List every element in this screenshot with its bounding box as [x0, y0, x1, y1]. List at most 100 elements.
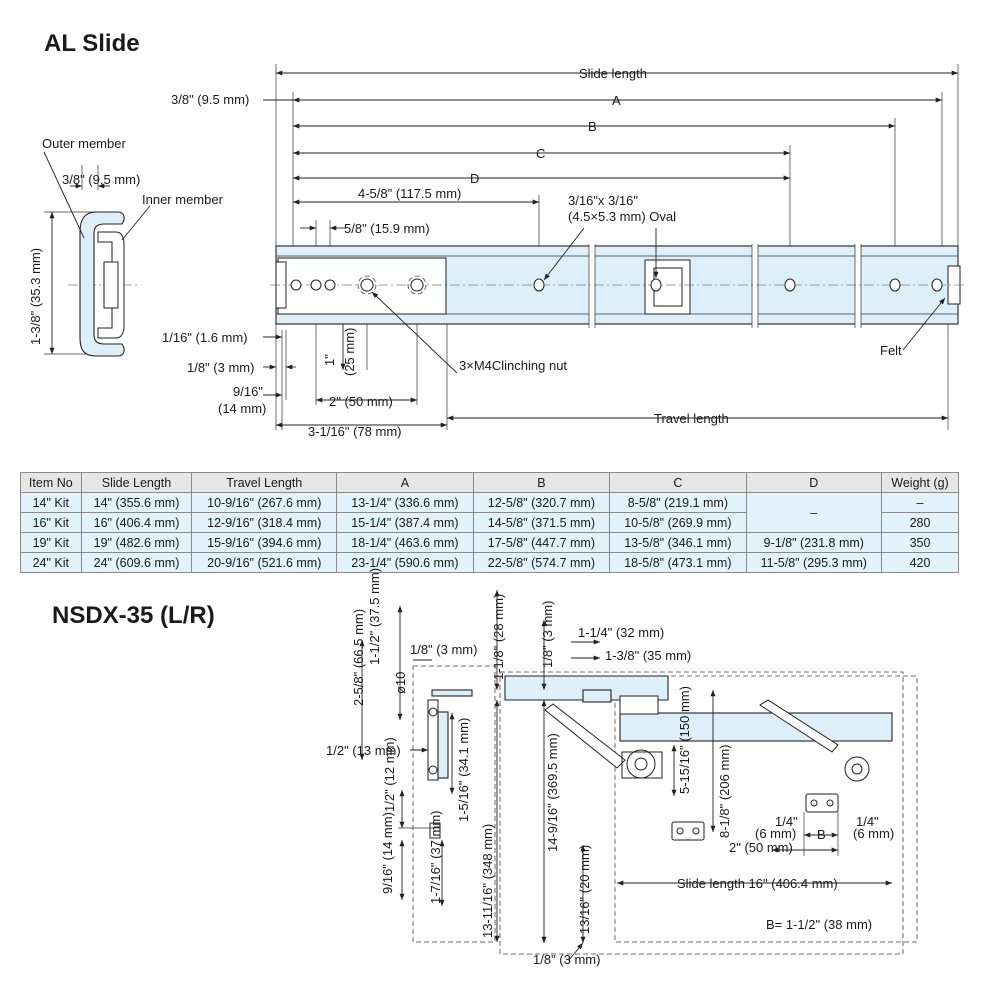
dim-1-16: 1/16" (1.6 mm) — [162, 330, 248, 345]
slide-length-label: Slide length — [579, 66, 647, 81]
nsdx-dim-1-8-top: 1/8" (3 mm) — [410, 642, 477, 657]
dim-4-5-8: 4-5/8" (117.5 mm) — [358, 186, 461, 201]
dim-1-3-8: 1-3/8" (35.3 mm) — [28, 248, 43, 345]
oval-label-2: (4.5×5.3 mm) Oval — [568, 209, 676, 224]
nsdx-dim-20: 13/16" (20 mm) — [577, 845, 592, 934]
spec-table: Item No Slide Length Travel Length A B C… — [20, 472, 960, 573]
cell-weight: 420 — [880, 552, 960, 573]
cell-slide: 19" (482.6 mm) — [80, 532, 193, 553]
nsdx-dim-348: 13-11/16" (348 mm) — [480, 824, 495, 938]
nsdx-dim-50: 2" (50 mm) — [729, 840, 793, 855]
top-panel — [504, 675, 669, 701]
cell-a: 23-1/4" (590.6 mm) — [336, 552, 474, 573]
cell-travel: 15-9/16" (394.6 mm) — [191, 532, 338, 553]
col-travel-length: Travel Length — [191, 472, 338, 493]
nsdx-dim-1-8-mid: 1/8" (3 mm) — [540, 601, 555, 668]
dim-9-16-b: (14 mm) — [218, 401, 266, 416]
nsdx-slide-length: Slide length 16" (406.4 mm) — [677, 876, 838, 891]
nsdx-dim-37: 1-7/16" (37 mm) — [428, 811, 443, 904]
nsdx-dim-28: 1-1/8" (28 mm) — [491, 594, 506, 680]
dim-3-8-top: 3/8" (9.5 mm) — [171, 92, 249, 107]
nsdx-phi10: ø10 — [393, 672, 408, 694]
nsdx-dim-66-5: 2-5/8" (66.5 mm) — [351, 609, 366, 706]
table-header-row: Item No Slide Length Travel Length A B C… — [20, 472, 960, 493]
cell-d: 11-5/8" (295.3 mm) — [745, 552, 882, 573]
outer-member-profile — [79, 211, 125, 357]
dim-2in: 2" (50 mm) — [329, 394, 393, 409]
cell-a: 13-1/4" (336.6 mm) — [336, 492, 474, 513]
clinching-nut-label: 3×M4Clinching nut — [459, 358, 567, 373]
link-arm-left — [544, 703, 626, 769]
a-label: A — [612, 93, 621, 108]
inner-member-profile — [97, 231, 125, 339]
nsdx-dim-32: 1-1/4" (32 mm) — [578, 625, 664, 640]
c-label: C — [536, 146, 545, 161]
col-slide-length: Slide Length — [80, 472, 193, 493]
al-slide-drawing: Slide length A B C D 3/8" (9.5 mm) Outer… — [28, 64, 965, 439]
nsdx-dim-150: 5-15/16" (150 mm) — [677, 686, 692, 794]
main-rail — [619, 712, 893, 742]
inner-member-label: Inner member — [142, 192, 224, 207]
cell-travel: 20-9/16" (521.6 mm) — [191, 552, 338, 573]
bearing-block — [103, 261, 119, 309]
nsdx-dim-34-1: 1-5/16" (34.1 mm) — [456, 718, 471, 822]
nsdx-dim-13: 1/2" (13 mm) — [326, 743, 401, 758]
link-arm-right — [759, 699, 839, 753]
cell-travel: 12-9/16" (318.4 mm) — [191, 512, 338, 533]
nsdx-dim-35: 1-3/8" (35 mm) — [605, 648, 691, 663]
col-a: A — [336, 472, 474, 493]
dim-3-1-16: 3-1/16" (78 mm) — [308, 424, 401, 439]
nsdx-dim-37-5a: 1-1/2" (37.5 mm) — [367, 568, 382, 665]
dim-1in-a: 1" — [322, 354, 337, 366]
nsdx-dim-1-8-bot: 1/8" (3 mm) — [533, 952, 600, 967]
mount-plate-detail — [805, 793, 839, 813]
col-d: D — [745, 472, 882, 493]
table-row: 24" Kit 24" (609.6 mm) 20-9/16" (521.6 m… — [20, 552, 960, 573]
dim-1in-b: (25 mm) — [342, 328, 357, 376]
d-label: D — [470, 171, 479, 186]
cell-b: 14-5/8" (371.5 mm) — [472, 512, 611, 533]
cell-c: 13-5/8" (346.1 mm) — [609, 532, 747, 553]
nsdx-dim-1-4-r-a: 1/4" — [856, 814, 879, 829]
oval-label-1: 3/16"x 3/16" — [568, 193, 638, 208]
col-weight: Weight (g) — [880, 472, 960, 493]
cell-item: 24" Kit — [20, 552, 82, 573]
nsdx-dim-14: 9/16" (14 mm) — [380, 812, 395, 894]
nsdx-title: NSDX-35 (L/R) — [52, 602, 215, 629]
cell-d-merged: – — [745, 492, 882, 533]
nsdx-dim-12: 1/2" (12 mm) — [382, 737, 397, 812]
travel-length-label: Travel length — [654, 411, 729, 426]
col-item-no: Item No — [20, 472, 82, 493]
nsdx-dim-206: 8-1/8" (206 mm) — [717, 745, 732, 838]
dim-5-8: 5/8" (15.9 mm) — [344, 221, 430, 236]
cell-weight: – — [880, 492, 960, 513]
al-slide-title: AL Slide — [44, 30, 140, 57]
table-row: 14" Kit 14" (355.6 mm) 10-9/16" (267.6 m… — [20, 492, 960, 533]
cell-slide: 14" (355.6 mm) — [80, 492, 193, 513]
dim-3-8-section: 3/8" (9.5 mm) — [62, 172, 140, 187]
nsdx-dim-369-5: 14-9/16" (369.5 mm) — [545, 733, 560, 852]
cell-a: 15-1/4" (387.4 mm) — [336, 512, 474, 533]
col-c: C — [609, 472, 747, 493]
cell-weight: 280 — [880, 512, 960, 533]
cell-item: 19" Kit — [20, 532, 82, 553]
nsdx-b-label: B — [817, 827, 826, 842]
felt-label: Felt — [880, 343, 902, 358]
cell-c: 18-5/8" (473.1 mm) — [609, 552, 747, 573]
col-b: B — [472, 472, 611, 493]
cell-weight: 350 — [880, 532, 960, 553]
cell-b: 17-5/8" (447.7 mm) — [472, 532, 611, 553]
cell-b: 22-5/8" (574.7 mm) — [472, 552, 611, 573]
mount-plate — [671, 821, 705, 841]
b-label: B — [588, 119, 597, 134]
nsdx-b-value: B= 1-1/2" (38 mm) — [766, 917, 872, 932]
outer-member-label: Outer member — [42, 136, 126, 151]
cell-b: 12-5/8" (320.7 mm) — [472, 492, 611, 513]
dim-9-16-a: 9/16" — [233, 384, 263, 399]
cell-slide: 16" (406.4 mm) — [80, 512, 193, 533]
cell-item: 16" Kit — [20, 512, 82, 533]
cell-c: 10-5/8" (269.9 mm) — [609, 512, 747, 533]
cell-slide: 24" (609.6 mm) — [80, 552, 193, 573]
table-row: 19" Kit 19" (482.6 mm) 15-9/16" (394.6 m… — [20, 532, 960, 553]
side-bracket — [427, 699, 439, 781]
